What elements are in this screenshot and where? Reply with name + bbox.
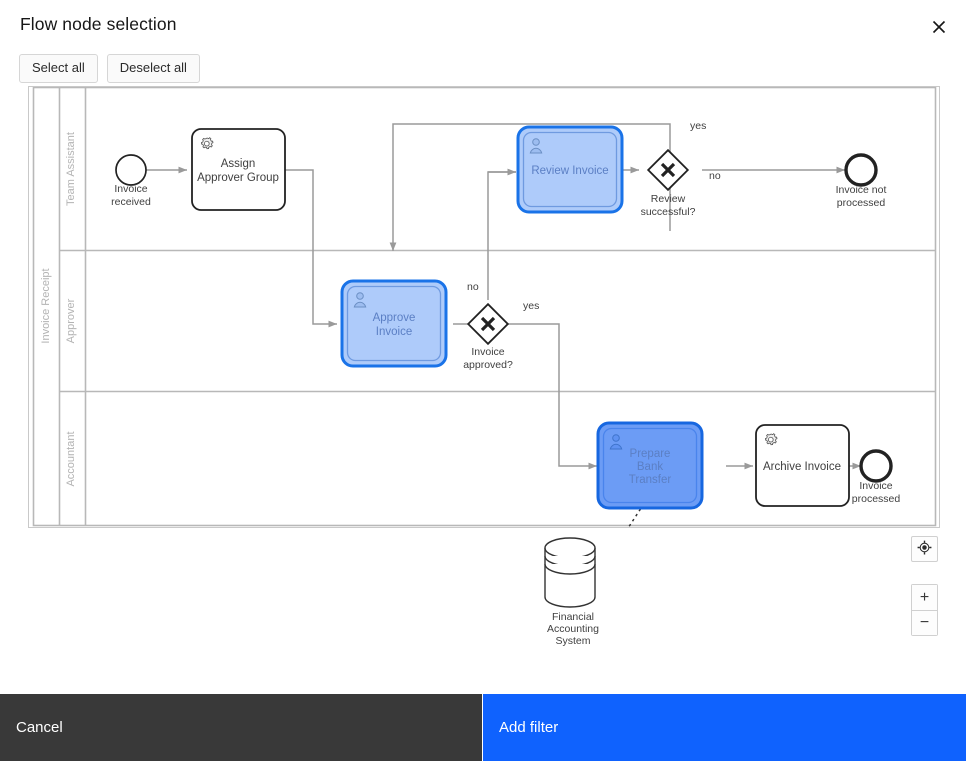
pool-label: Invoice Receipt [40, 268, 52, 343]
gateway-label-line1: Invoice [471, 346, 504, 358]
selection-toolbar: Select all Deselect all [19, 54, 200, 84]
gateway-label-line1: Review [651, 193, 686, 205]
user-task-review-invoice[interactable]: Review Invoice [516, 125, 624, 214]
event-label-line1: Invoice [859, 480, 892, 492]
flow-label-review-no: no [709, 170, 721, 182]
page-title: Flow node selection [20, 14, 177, 34]
data-store-financial-accounting-system[interactable]: Financial Accounting System [525, 530, 655, 650]
service-task-assign-approver-group[interactable]: Assign Approver Group [191, 128, 286, 211]
close-button[interactable] [922, 10, 956, 44]
zoom-out-button[interactable]: − [911, 610, 938, 636]
task-label-line1: Archive Invoice [763, 461, 841, 473]
user-icon [353, 292, 367, 308]
task-label-line1: Approve [373, 312, 416, 324]
start-event-invoice-received[interactable]: Invoice received [111, 154, 151, 208]
lane-accountant[interactable]: Accountant [65, 391, 87, 526]
modal-footer: Cancel Add filter [0, 694, 966, 761]
flow-label-review-yes: yes [690, 120, 706, 132]
user-icon [529, 138, 543, 154]
end-event-invoice-not-processed[interactable]: Invoice not processed [836, 153, 887, 209]
lane-label-approver: Approver [65, 298, 77, 343]
flow-assign-to-approve [285, 169, 337, 328]
pool-invoice-receipt[interactable]: Invoice Receipt [32, 87, 937, 527]
viewport-controls: + − [911, 536, 938, 636]
exclusive-gateway-invoice-approved[interactable]: Invoice approved? [463, 302, 513, 371]
cancel-button[interactable]: Cancel [0, 694, 483, 761]
gateway-label-line2: successful? [641, 206, 696, 218]
user-task-prepare-bank-transfer[interactable]: Prepare Bank Transfer [596, 421, 704, 510]
task-label-line2: Invoice [376, 326, 412, 338]
user-task-approve-invoice[interactable]: Approve Invoice [340, 279, 448, 368]
reset-viewport-button[interactable] [911, 536, 938, 562]
lane-team-assistant[interactable]: Team Assistant [59, 87, 936, 252]
zoom-button-group: + − [911, 584, 938, 636]
exclusive-gateway-review-successful[interactable]: Review successful? [641, 148, 696, 218]
bpmn-diagram-canvas[interactable]: Invoice Receipt Team Assistant Approver … [28, 86, 940, 528]
deselect-all-button[interactable]: Deselect all [106, 54, 200, 84]
flow-label-approved-no: no [467, 281, 479, 293]
data-store-label-line1: Financial [552, 611, 594, 623]
gears-icon [765, 433, 778, 446]
event-label-line2: processed [837, 197, 886, 209]
event-label-line1: Invoice [114, 183, 147, 195]
flow-approved-no [487, 171, 516, 300]
add-filter-button[interactable]: Add filter [483, 694, 966, 761]
task-label-line2: Approver Group [197, 172, 279, 184]
service-task-archive-invoice[interactable]: Archive Invoice [755, 424, 850, 507]
lane-label-team-assistant: Team Assistant [65, 132, 77, 206]
task-label-line1: Assign [221, 158, 256, 170]
select-all-button[interactable]: Select all [19, 54, 98, 84]
task-label-line1: Review Invoice [531, 165, 608, 177]
lane-label-accountant: Accountant [65, 431, 77, 486]
flow-label-approved-yes: yes [523, 300, 539, 312]
zoom-in-button[interactable]: + [911, 584, 938, 610]
close-icon [932, 20, 946, 34]
data-store-label-line2: Accounting [547, 623, 599, 635]
task-label-line1: Prepare [630, 448, 671, 460]
event-label-line2: received [111, 196, 151, 208]
data-store-label-line3: System [555, 635, 590, 647]
event-label-line1: Invoice not [836, 184, 887, 196]
gears-icon [201, 137, 214, 150]
flow-approved-yes [504, 323, 597, 470]
crosshair-target-icon [917, 540, 932, 559]
task-label-line3: Transfer [629, 474, 672, 486]
gateway-label-line2: approved? [463, 359, 513, 371]
user-icon [609, 434, 623, 450]
event-label-line2: processed [852, 493, 901, 505]
task-label-line2: Bank [637, 461, 663, 473]
end-event-invoice-processed[interactable]: Invoice processed [852, 449, 901, 505]
lane-approver[interactable]: Approver [59, 250, 936, 393]
